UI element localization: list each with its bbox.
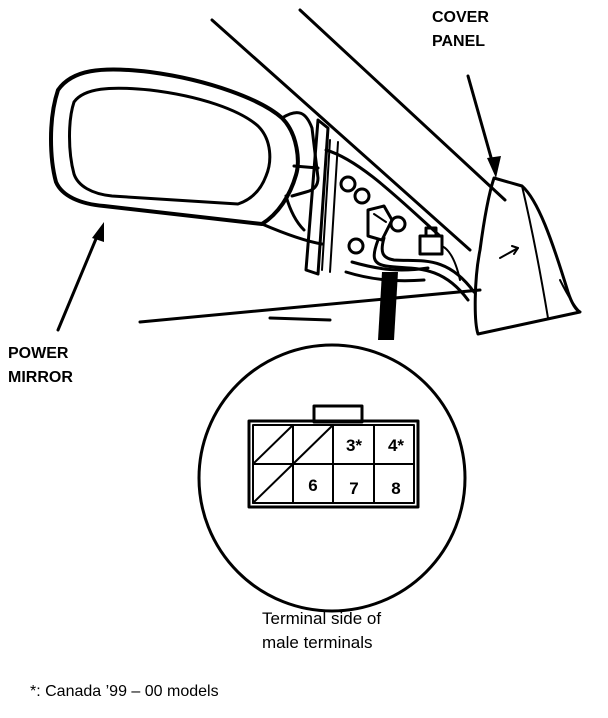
empty-cavity bbox=[292, 424, 334, 465]
callout-arrows bbox=[56, 74, 501, 332]
cover-panel-label-line2: PANEL bbox=[432, 33, 485, 50]
caption-line1: Terminal side of bbox=[262, 609, 381, 628]
arrow-head-icon bbox=[487, 156, 501, 178]
pin-7-label: 7 bbox=[349, 479, 358, 498]
power-mirror-label-line2: MIRROR bbox=[8, 369, 73, 386]
pin-8-label: 8 bbox=[391, 479, 400, 498]
power-mirror-label-line1: POWER bbox=[8, 345, 69, 362]
arrow-head-icon bbox=[92, 222, 104, 242]
door-frame bbox=[138, 8, 507, 324]
harness-connector bbox=[418, 234, 444, 256]
wire-harness bbox=[344, 226, 476, 302]
bolt-icon bbox=[347, 237, 365, 255]
cover-panel-label-line1: COVER bbox=[432, 9, 489, 26]
zoom-circle bbox=[197, 343, 467, 613]
connector-housing bbox=[247, 419, 420, 509]
footnote: *: Canada ’99 – 00 models bbox=[30, 683, 219, 700]
pin-6-label: 6 bbox=[308, 476, 317, 495]
bolt-icon bbox=[339, 175, 357, 193]
empty-cavity bbox=[252, 424, 294, 465]
cover-panel bbox=[473, 176, 582, 336]
pin-3-label: 3* bbox=[346, 436, 362, 455]
leader-icon bbox=[378, 272, 398, 340]
bolt-icon bbox=[353, 187, 371, 205]
caption-line2: male terminals bbox=[262, 633, 373, 652]
power-mirror bbox=[49, 67, 324, 246]
connector-detail: 3* 4* 6 7 8 bbox=[197, 343, 467, 613]
pin-4-label: 4* bbox=[388, 436, 404, 455]
empty-cavity bbox=[252, 463, 294, 504]
mirror-mount bbox=[304, 118, 442, 276]
